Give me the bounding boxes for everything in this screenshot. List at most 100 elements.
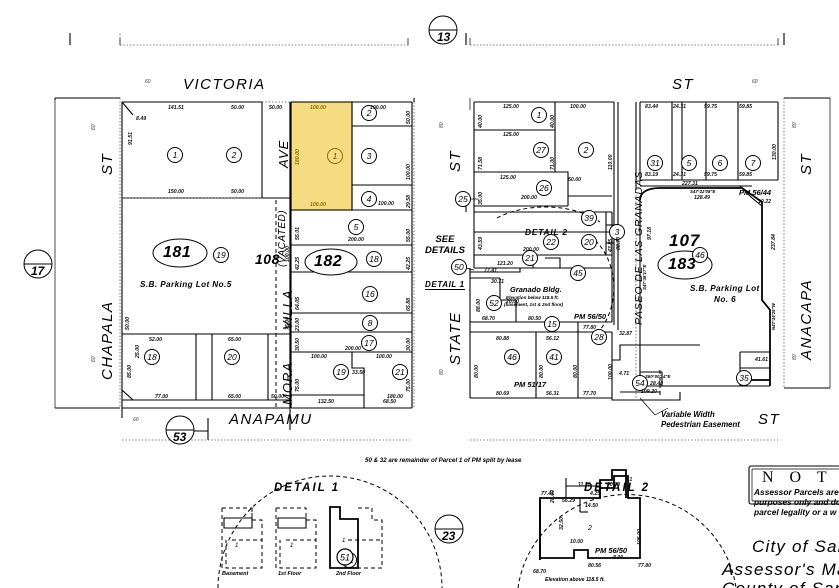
svg-text:26: 26 — [538, 183, 549, 193]
parcel-number-46[interactable]: 46 — [504, 349, 520, 365]
parcel-number-15[interactable]: 15 — [544, 316, 560, 332]
parcel-number-1[interactable]: 1 — [167, 147, 183, 163]
sheet-ref-53[interactable]: 53 — [173, 430, 187, 444]
parcel-number-52[interactable]: 52 — [486, 295, 502, 311]
svg-text:54: 54 — [635, 378, 645, 388]
dim-18-bottom: 77.00 — [155, 394, 168, 400]
row-width-anacapa-top: 80 — [792, 122, 798, 128]
dim-s26-left: 35.00 — [478, 192, 484, 205]
parcel-number-5[interactable]: 5 — [348, 219, 364, 235]
dim-s31-top: 83.44 — [645, 104, 658, 110]
block-number-182: 182 — [314, 253, 343, 270]
detail-2-elevation: Elevation above 118.5 ft. — [545, 577, 605, 583]
parcel-number-25[interactable]: 25 — [455, 191, 471, 207]
detail2-dim-0: 77.41 — [541, 491, 554, 497]
dim-s21: 121.20 — [497, 261, 513, 267]
dim-p17-left: 30.50 — [295, 338, 301, 351]
dim-181-corner: 8.49 — [136, 116, 147, 122]
parcel-number-19[interactable]: 19 — [333, 364, 349, 380]
svg-text:51: 51 — [340, 553, 350, 563]
sheet-ref-23[interactable]: 23 — [442, 529, 456, 543]
dim-s26-top: 125.00 — [500, 175, 516, 181]
dim-18-left: 85.00 — [127, 365, 133, 378]
detail-1-first-floor-parcel: 1 — [290, 543, 294, 549]
parcel-number-18[interactable]: 18 — [144, 349, 160, 365]
svg-text:16: 16 — [365, 289, 375, 299]
parcel-number-2[interactable]: 2 — [226, 147, 242, 163]
dim-s43: 43.59 — [478, 237, 484, 250]
dim-p4-right: 29.58 — [406, 195, 412, 208]
parcel-number-3[interactable]: 3 — [361, 148, 377, 164]
dim-highlight-top: 100.00 — [310, 105, 326, 111]
parcel-number-20[interactable]: 20 — [224, 349, 240, 365]
parcel-number-1[interactable]: 1 — [531, 107, 547, 123]
street-label-chapala-st: ST — [99, 152, 116, 175]
sheet-title-county: County of Santa — [722, 580, 839, 588]
parcel-number-35[interactable]: 35 — [736, 370, 752, 386]
parcel-number-18[interactable]: 18 — [366, 251, 382, 267]
parcel-number-27[interactable]: 27 — [533, 142, 549, 158]
parcel-number-8[interactable]: 8 — [362, 315, 378, 331]
parcel-number-21[interactable]: 21 — [392, 364, 408, 380]
sheet-ref-17[interactable]: 17 — [31, 264, 45, 278]
svg-text:52: 52 — [489, 298, 499, 308]
dim-52-left: 88.00 — [476, 299, 482, 312]
row-width-anapamu: 60 — [133, 417, 139, 423]
dim-52-d: 68.70 — [482, 316, 495, 322]
parcel-number-17[interactable]: 17 — [361, 335, 377, 351]
parcel-number-22[interactable]: 22 — [543, 234, 559, 250]
parcel-number-4[interactable]: 4 — [361, 191, 377, 207]
dim-highlight-bottom: 100.00 — [310, 202, 326, 208]
svg-text:18: 18 — [369, 254, 379, 264]
detail-1-parcel-circle-51[interactable]: 51 — [336, 548, 354, 566]
note-box-line-3: parcel legality or a w — [754, 507, 837, 517]
svg-text:4: 4 — [367, 194, 372, 204]
dim-s25: 200.00 — [521, 195, 537, 201]
parcel-number-19[interactable]: 19 — [213, 247, 229, 263]
parcel-number-41[interactable]: 41 — [546, 349, 562, 365]
parcel-number-31[interactable]: 31 — [647, 155, 663, 171]
parcel-number-45[interactable]: 45 — [570, 265, 586, 281]
parcel-number-2[interactable]: 2 — [578, 142, 594, 158]
dim-18-diag: 25.00 — [135, 345, 141, 358]
parcel-number-5[interactable]: 5 — [681, 155, 697, 171]
bearing-2: S60°00'14"E — [645, 374, 671, 379]
dim-mora-c: 75.00 — [285, 317, 291, 330]
dim-28-40: 28.40 — [650, 381, 663, 387]
street-label-state-st: ST — [447, 149, 464, 172]
parcel-number-3[interactable]: 3 — [609, 224, 625, 240]
parcel-number-7[interactable]: 7 — [745, 155, 761, 171]
parcel-number-46[interactable]: 46 — [692, 247, 708, 263]
parcel-number-50[interactable]: 50 — [451, 259, 467, 275]
dim-s27-left: 71.58 — [478, 157, 484, 170]
bearing-1: S47°22'08"E — [690, 189, 716, 194]
parcel-number-1[interactable]: 1 — [327, 148, 343, 164]
parcel-number-28[interactable]: 28 — [591, 329, 607, 345]
parcel-number-54[interactable]: 54 — [632, 375, 648, 391]
dim-p19-bottom: 132.50 — [318, 399, 334, 405]
street-label-state: STATE — [447, 311, 464, 365]
dim-52-a: 77.41 — [484, 268, 497, 274]
svg-text:21: 21 — [524, 253, 535, 263]
dim-p17-bottom: 200.00 — [345, 346, 361, 352]
label-pm-51-17: PM 51/17 — [514, 380, 547, 389]
svg-text:22: 22 — [545, 237, 556, 247]
row-width-chapala-bottom: 60 — [91, 356, 97, 362]
dim-p5-bottom: 200.00 — [348, 237, 364, 243]
sheet-ref-13[interactable]: 13 — [437, 30, 451, 44]
parcel-number-2[interactable]: 2 — [361, 105, 377, 121]
dim-181-top: 141.51 — [168, 105, 184, 111]
parcel-number-39[interactable]: 39 — [581, 210, 597, 226]
dim-s6-bot: 59.75 — [704, 172, 717, 178]
parcel-number-26[interactable]: 26 — [536, 180, 552, 196]
parcel-number-20[interactable]: 20 — [581, 234, 597, 250]
dim-41-left: 80.00 — [539, 365, 545, 378]
svg-text:39: 39 — [584, 213, 594, 223]
parcel-number-6[interactable]: 6 — [712, 155, 728, 171]
dim-52-b: 30.71 — [491, 279, 504, 285]
parcel-number-21[interactable]: 21 — [522, 250, 538, 266]
row-width-anacapa-bottom: 80 — [792, 354, 798, 360]
parcel-number-16[interactable]: 16 — [362, 286, 378, 302]
svg-text:6: 6 — [718, 158, 723, 168]
